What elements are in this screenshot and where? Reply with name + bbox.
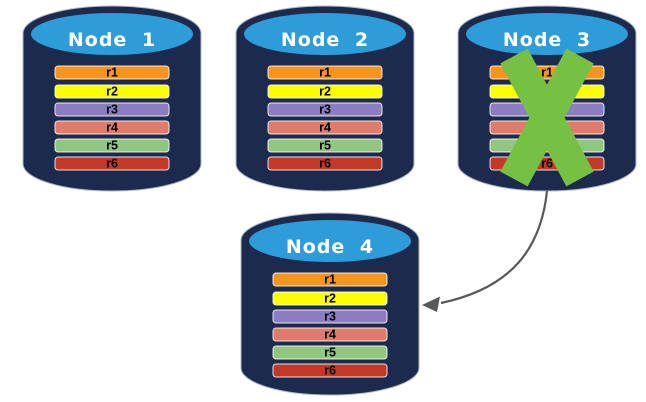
record-label-r4: r4 xyxy=(324,328,336,342)
record-label-r1: r1 xyxy=(319,66,331,80)
record-bar-r4 xyxy=(267,120,383,135)
record-bar-r1 xyxy=(267,65,383,80)
record-bar-r5 xyxy=(54,138,170,153)
record-label-r3: r3 xyxy=(324,310,336,324)
record-bar-r4 xyxy=(54,120,170,135)
record-label-r1: r1 xyxy=(324,273,336,287)
record-label-r1: r1 xyxy=(106,66,118,80)
record-bar-r3 xyxy=(267,102,383,117)
failure-x-icon xyxy=(500,48,594,187)
record-label-r3: r3 xyxy=(106,103,118,117)
node-4-cylinder: Node 4 r1 r2 r3 r4 r5 r6 xyxy=(240,212,420,396)
node-title: Node 1 xyxy=(68,29,156,51)
record-label-r4: r4 xyxy=(106,121,118,135)
failover-arrow xyxy=(422,190,549,312)
record-bar-r4 xyxy=(272,327,388,342)
record-label-r6: r6 xyxy=(106,157,118,171)
record-label-r2: r2 xyxy=(319,85,331,99)
record-bar-r6 xyxy=(272,363,388,378)
record-bar-r5 xyxy=(267,138,383,153)
node-title: Node 2 xyxy=(281,29,369,51)
cylinder-top xyxy=(249,220,411,262)
record-label-r1: r1 xyxy=(541,66,553,80)
record-label-r6: r6 xyxy=(324,364,336,378)
record-label-r2: r2 xyxy=(324,292,336,306)
record-bar-r6 xyxy=(54,156,170,171)
record-label-r3: r3 xyxy=(319,103,331,117)
record-label-r6: r6 xyxy=(541,157,553,171)
node-1-cylinder: Node 1 r1 r2 r3 r4 r5 r6 xyxy=(22,5,202,192)
record-bar-r3 xyxy=(272,309,388,324)
record-bar-r2 xyxy=(267,84,383,99)
record-bar-r1 xyxy=(272,272,388,287)
record-bar-r5 xyxy=(272,345,388,360)
record-label-r4: r4 xyxy=(319,121,331,135)
node-2-cylinder: Node 2 r1 r2 r3 r4 r5 r6 xyxy=(235,5,415,192)
record-bar-r2 xyxy=(54,84,170,99)
failover-arrowhead-icon xyxy=(422,296,440,312)
cylinder-top xyxy=(244,13,406,55)
cylinder-top xyxy=(31,13,193,55)
node-3-cylinder: Node 3r1r2r3r4r5r6 xyxy=(457,5,637,192)
cylinder-top xyxy=(466,13,628,55)
record-bar-r3 xyxy=(54,102,170,117)
record-bar-r6 xyxy=(267,156,383,171)
record-label-r5: r5 xyxy=(319,139,331,153)
record-label-r6: r6 xyxy=(319,157,331,171)
node-title: Node 4 xyxy=(286,236,374,258)
record-label-r2: r2 xyxy=(106,85,118,99)
node-title: Node 3 xyxy=(503,29,591,51)
record-bar-r1 xyxy=(54,65,170,80)
record-label-r5: r5 xyxy=(324,346,336,360)
record-bar-r2 xyxy=(272,291,388,306)
record-label-r5: r5 xyxy=(106,139,118,153)
failover-arrow-path xyxy=(440,190,549,305)
